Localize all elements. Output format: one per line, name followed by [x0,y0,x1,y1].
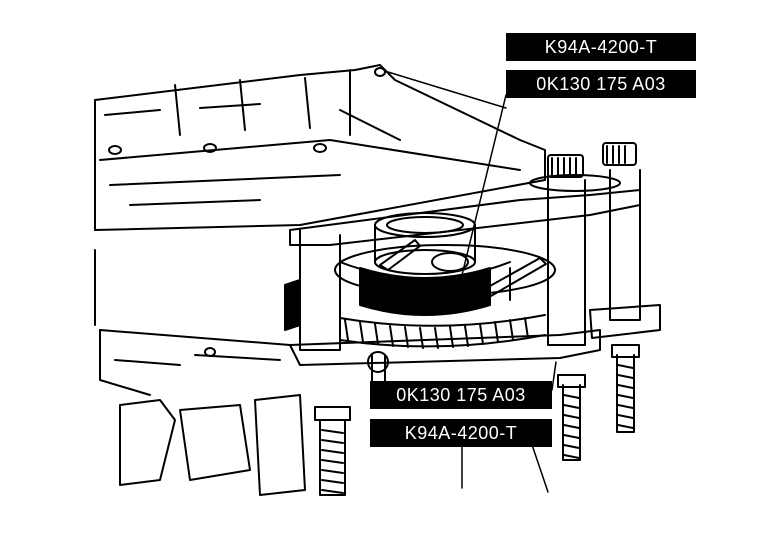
column-nuts [529,142,637,192]
callout-tool-bottom: K94A-4200-T [370,419,552,447]
driver-handle [379,239,547,308]
seal-driver-cylinder [374,212,476,275]
side-bracket [284,279,389,396]
callout-tool-top: K94A-4200-T [506,33,696,61]
threaded-bolts [314,344,640,496]
transmission-case [94,64,546,496]
callout-part-bottom: 0K130 175 A03 [370,381,552,409]
press-columns [299,169,661,351]
callout-part-top: 0K130 175 A03 [506,70,696,98]
